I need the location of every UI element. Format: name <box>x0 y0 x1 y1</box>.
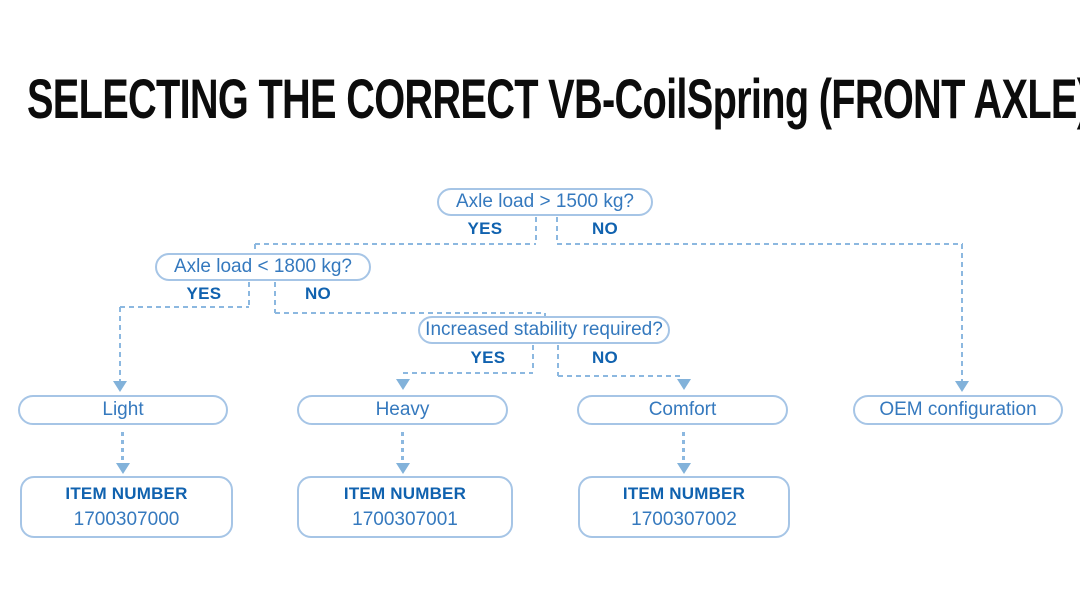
q2-no-drop-line <box>544 313 546 318</box>
outcome-oem-configuration: OEM configuration <box>853 395 1063 425</box>
question-axle-load-1500: Axle load > 1500 kg? <box>437 188 653 216</box>
outcome-label: Light <box>102 399 144 420</box>
arrow-to-item-3-icon <box>677 463 691 474</box>
page-title: SELECTING THE CORRECT VB-CoilSpring (FRO… <box>27 67 1080 130</box>
arrow-to-heavy-icon <box>396 379 410 390</box>
outcome-comfort: Comfort <box>577 395 788 425</box>
q1-no-stub-line <box>556 217 558 244</box>
q1-yes-label: YES <box>467 219 503 238</box>
light-to-item-line <box>121 432 124 464</box>
q1-no-label: NO <box>591 219 619 238</box>
q3-yes-label: YES <box>470 348 506 367</box>
q1-yes-stub-line <box>535 217 537 244</box>
item-number-heading: ITEM NUMBER <box>343 483 467 503</box>
item-number-heading: ITEM NUMBER <box>622 483 746 503</box>
q2-yes-drop-line <box>119 307 121 381</box>
question-axle-load-1800: Axle load < 1800 kg? <box>155 253 371 281</box>
question-label: Increased stability required? <box>425 319 663 340</box>
q1-yes-drop-line <box>254 244 256 253</box>
item-number-card-heavy: ITEM NUMBER 1700307001 <box>297 476 513 538</box>
item-number-value: 1700307000 <box>73 508 180 530</box>
q3-no-label: NO <box>591 348 619 367</box>
q2-yes-horizontal-line <box>120 306 249 308</box>
arrow-to-light-icon <box>113 381 127 392</box>
arrow-to-oem-icon <box>955 381 969 392</box>
heavy-to-item-line <box>401 432 404 464</box>
outcome-light: Light <box>18 395 228 425</box>
item-number-value: 1700307001 <box>352 508 458 530</box>
arrow-to-comfort-icon <box>677 379 691 390</box>
q3-no-horizontal-line <box>558 375 684 377</box>
q3-yes-stub-line <box>532 345 534 372</box>
q3-no-stub-line <box>557 345 559 376</box>
question-label: Axle load > 1500 kg? <box>456 191 634 212</box>
q3-yes-horizontal-line <box>403 372 533 374</box>
item-number-card-comfort: ITEM NUMBER 1700307002 <box>578 476 790 538</box>
arrow-to-item-2-icon <box>396 463 410 474</box>
q2-yes-label: YES <box>186 284 222 303</box>
outcome-label: Comfort <box>648 399 717 420</box>
q2-no-label: NO <box>304 284 332 303</box>
q1-no-horizontal-line <box>557 243 963 245</box>
item-number-card-light: ITEM NUMBER 1700307000 <box>20 476 233 538</box>
q2-no-horizontal-line <box>275 312 545 314</box>
outcome-label: Heavy <box>375 399 430 420</box>
arrow-to-item-1-icon <box>116 463 130 474</box>
question-increased-stability: Increased stability required? <box>418 316 670 344</box>
outcome-heavy: Heavy <box>297 395 508 425</box>
q2-no-stub-line <box>274 282 276 313</box>
question-label: Axle load < 1800 kg? <box>174 256 352 277</box>
item-number-heading: ITEM NUMBER <box>65 483 188 503</box>
outcome-label: OEM configuration <box>879 399 1037 420</box>
item-number-value: 1700307002 <box>631 508 737 530</box>
q1-no-drop-line <box>961 244 963 381</box>
q1-yes-horizontal-line <box>255 243 536 245</box>
q2-yes-stub-line <box>248 282 250 307</box>
comfort-to-item-line <box>682 432 685 464</box>
